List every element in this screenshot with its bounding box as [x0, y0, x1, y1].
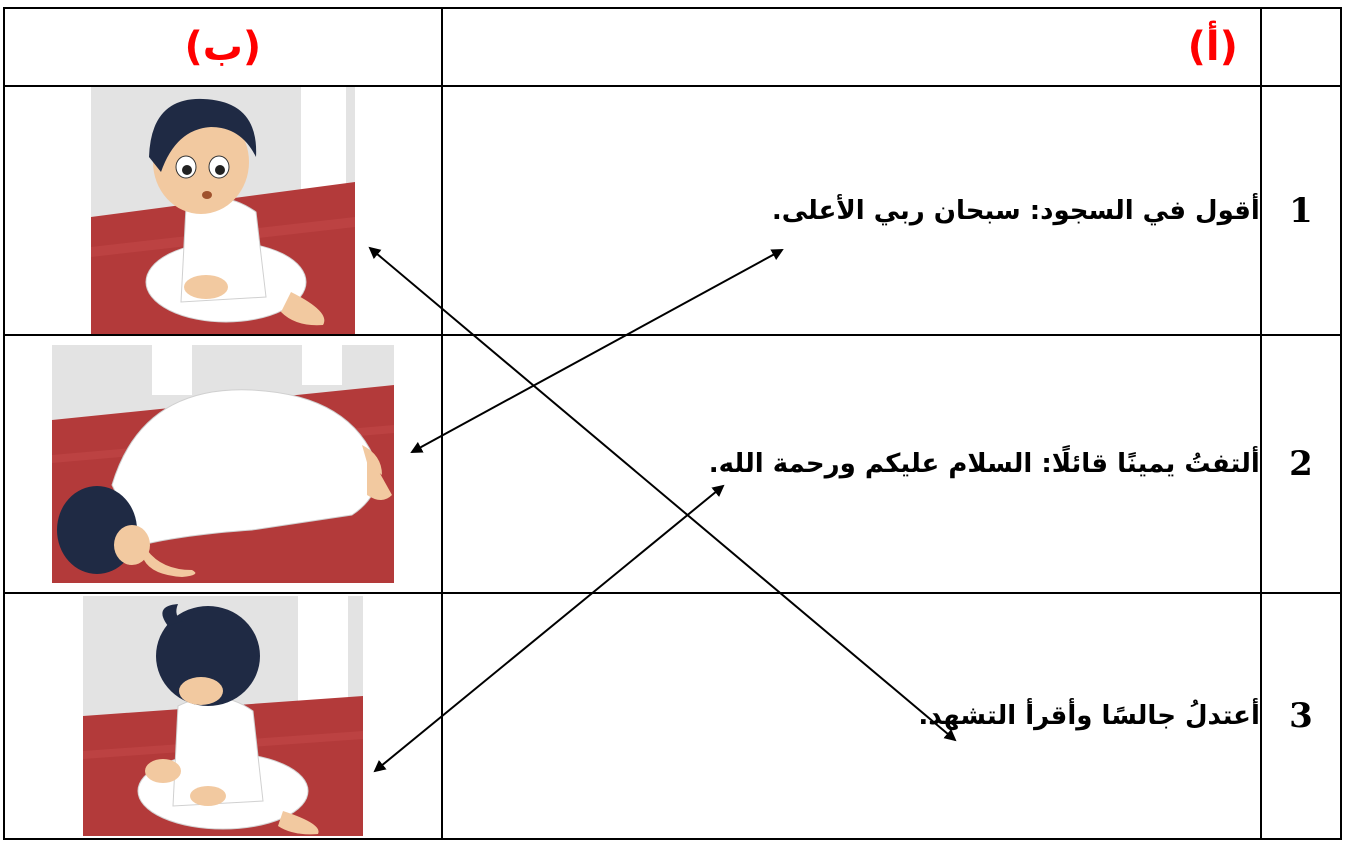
- row-number: 2: [1259, 334, 1343, 594]
- statement-cell: أقول في السجود: سبحان ربي الأعلى.: [440, 85, 1262, 336]
- table-row: أقول في السجود: سبحان ربي الأعلى. 1: [3, 85, 1343, 336]
- boy-sitting-icon: [90, 87, 355, 334]
- row-number: 3: [1259, 592, 1343, 840]
- statement-cell: ألتفتُ يمينًا قائلًا: السلام عليكم ورحمة…: [440, 334, 1262, 594]
- table-row: ألتفتُ يمينًا قائلًا: السلام عليكم ورحمة…: [3, 334, 1343, 594]
- table-row: أعتدلُ جالسًا وأقرأ التشهد. 3: [3, 592, 1343, 840]
- column-a-header: (أ): [440, 7, 1262, 87]
- row-number: 1: [1259, 85, 1343, 336]
- number-header-cell: [1259, 7, 1343, 87]
- matching-table: (ب) (أ): [3, 7, 1343, 840]
- picture-cell: [3, 334, 443, 594]
- column-b-header: (ب): [3, 7, 443, 87]
- header-row: (ب) (أ): [3, 7, 1343, 87]
- picture-cell: [3, 592, 443, 840]
- picture-cell: [3, 85, 443, 336]
- statement-cell: أعتدلُ جالسًا وأقرأ التشهد.: [440, 592, 1262, 840]
- boy-prostrating-icon: [51, 345, 394, 583]
- boy-tashahhud-icon: [82, 596, 363, 836]
